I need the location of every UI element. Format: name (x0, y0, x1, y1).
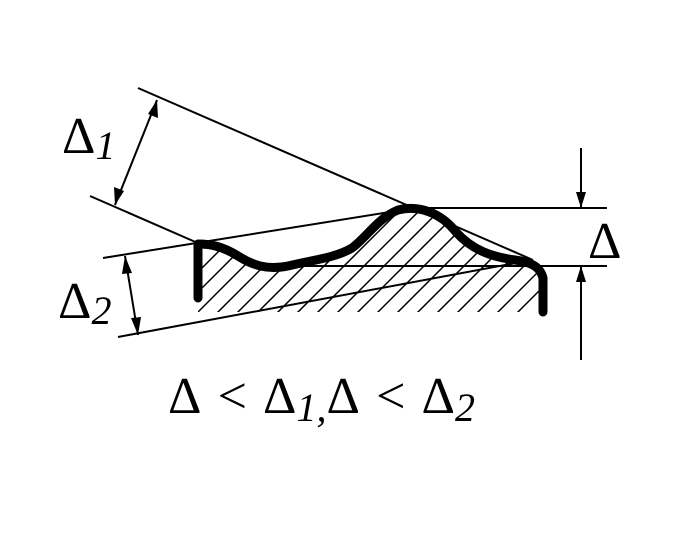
hatch-line (334, 208, 451, 312)
dimension-line-delta1 (114, 99, 158, 206)
arrowhead-delta2-top (122, 256, 132, 274)
lower-line-delta2 (117, 259, 533, 338)
formula: Δ < Δ1,Δ < Δ2 (168, 368, 475, 430)
arrowhead-delta-bottom (576, 266, 586, 282)
hatch-line (494, 208, 543, 312)
label-delta2: Δ2 (58, 273, 111, 333)
arrowhead-delta1-top (148, 100, 158, 118)
arrowhead-delta-top (576, 192, 586, 208)
hatch-line (294, 208, 411, 312)
upper-line-delta2 (102, 209, 403, 259)
hatch-line (514, 208, 543, 312)
reference-line-delta1 (137, 87, 534, 261)
arrowhead-delta2-bottom (131, 317, 141, 335)
surface-profile (193, 203, 548, 317)
arrowhead-delta1-bottom (114, 187, 124, 205)
label-delta: Δ (588, 213, 621, 270)
extension-line-delta1 (89, 195, 201, 245)
label-delta1: Δ1 (62, 108, 115, 168)
